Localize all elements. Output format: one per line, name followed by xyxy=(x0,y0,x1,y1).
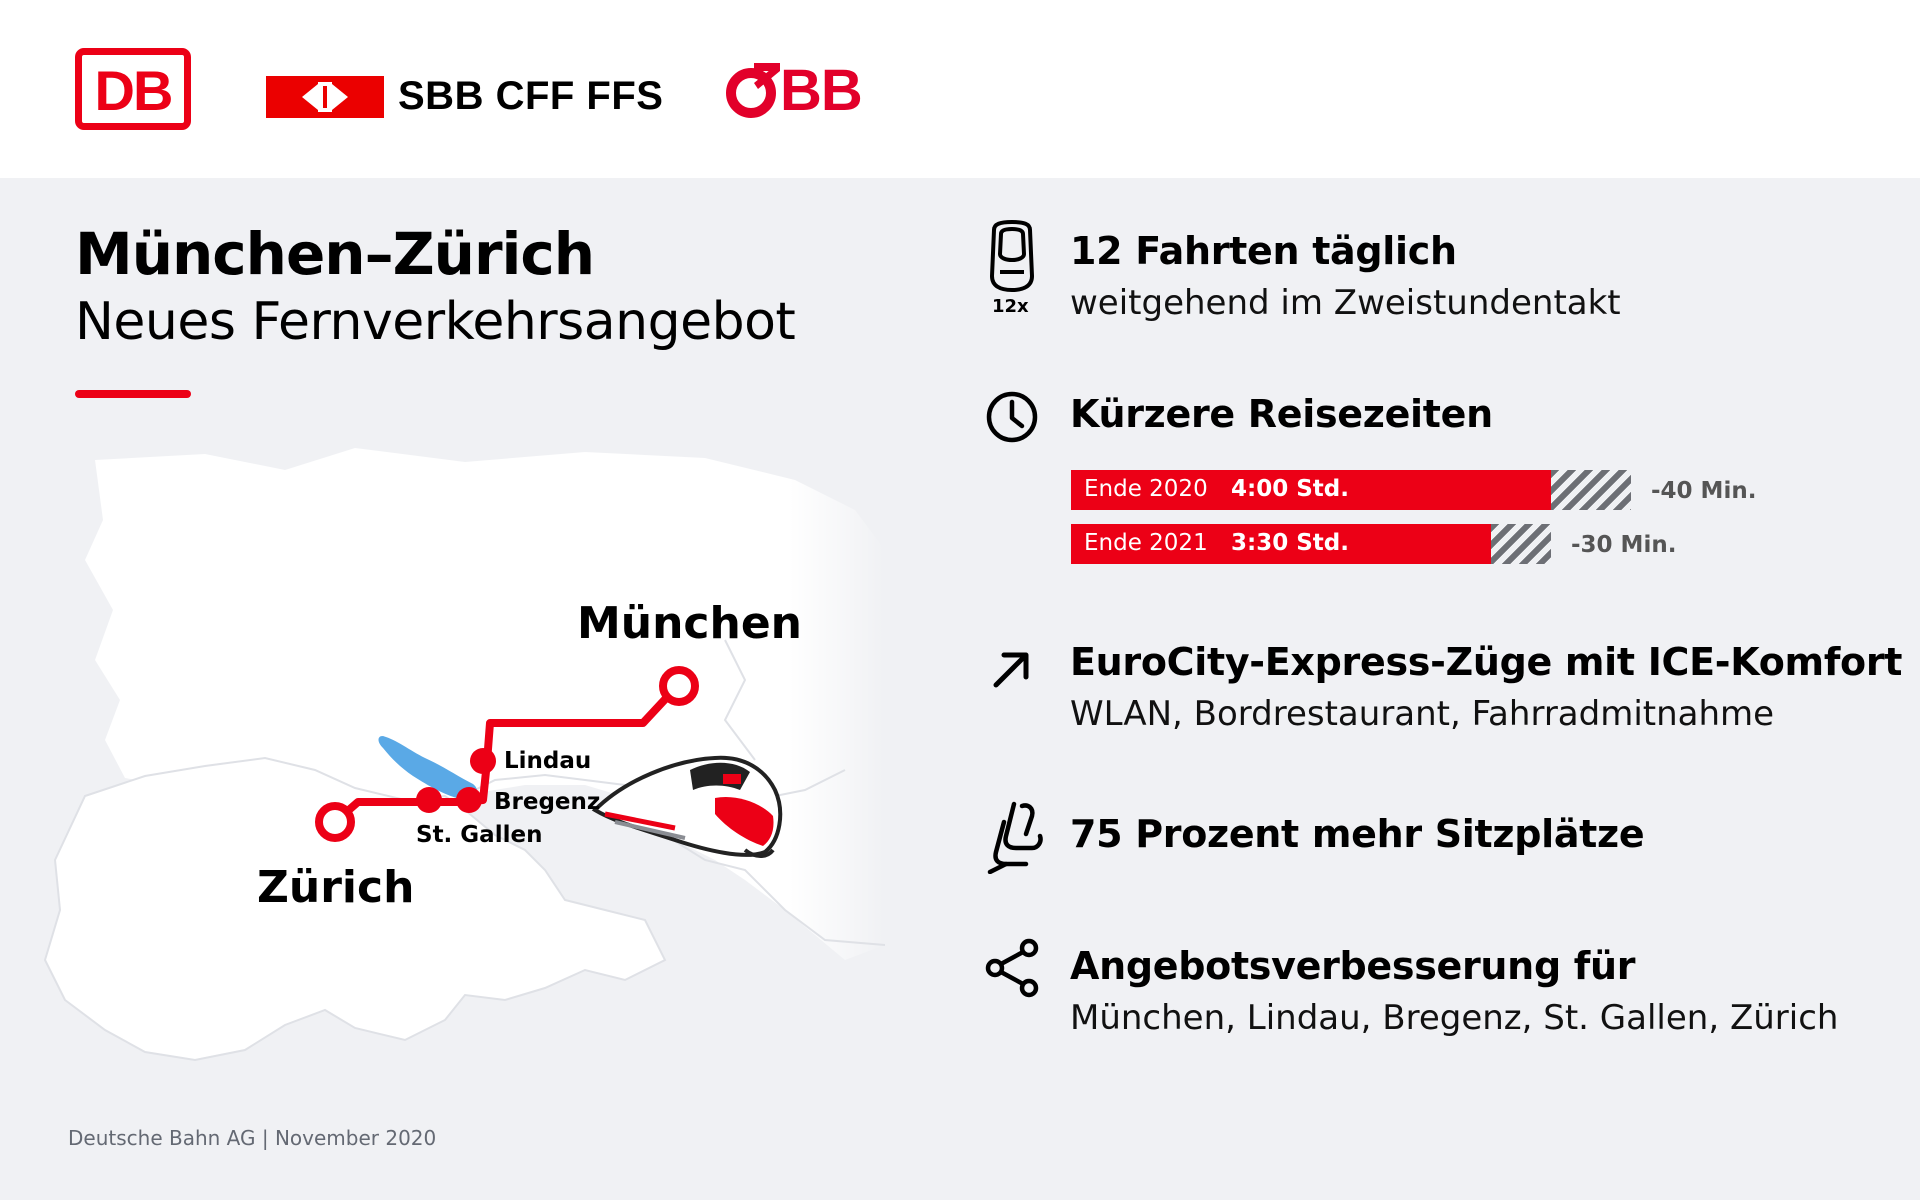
sbb-logo-text: SBB CFF FFS xyxy=(398,74,664,118)
station-marker-muenchen xyxy=(659,666,699,706)
footer-credit: Deutsche Bahn AG | November 2020 xyxy=(68,1126,437,1150)
logo-header: DB SBB CFF FFS BB xyxy=(0,0,1920,178)
travel-time-bar: Ende 2021 3:30 Std. xyxy=(1071,524,1491,564)
feature-text-trips: weitgehend im Zweistundentakt xyxy=(1070,283,1621,323)
feature-title-travel-time: Kürzere Reisezeiten xyxy=(1070,392,1493,436)
feature-title-seats: 75 Prozent mehr Sitzplätze xyxy=(1070,812,1645,856)
city-label-zuerich: Zürich xyxy=(257,862,415,913)
time-saved-bar xyxy=(1551,470,1631,510)
obb-o-icon xyxy=(726,63,780,118)
travel-time-bar-label: Ende 2020 xyxy=(1084,476,1208,502)
city-label-lindau: Lindau xyxy=(504,748,592,774)
route-map: München Zürich Lindau Bregenz St. Gallen xyxy=(25,440,885,1070)
station-marker-zuerich xyxy=(315,802,355,842)
sbb-flag xyxy=(266,76,384,118)
feature-title-ece: EuroCity-Express-Züge mit ICE-Komfort xyxy=(1070,640,1903,684)
feature-text-improvement: München, Lindau, Bregenz, St. Gallen, Zü… xyxy=(1070,998,1839,1038)
trip-count-label: 12x xyxy=(992,296,1029,317)
clock-icon xyxy=(985,390,1039,448)
route-line xyxy=(332,691,673,826)
travel-time-bar-value: 4:00 Std. xyxy=(1231,476,1349,502)
travel-time-bar-value: 3:30 Std. xyxy=(1231,530,1349,556)
db-logo: DB xyxy=(75,48,191,130)
feature-title-trips: 12 Fahrten täglich xyxy=(1070,229,1457,273)
lake-constance-shape xyxy=(378,736,478,801)
train-front-icon: 12x xyxy=(986,219,1038,317)
train-icon xyxy=(591,755,783,858)
city-label-bregenz: Bregenz xyxy=(494,789,601,815)
seat-icon xyxy=(982,800,1046,878)
station-marker-lindau xyxy=(470,748,496,774)
feature-title-improvement: Angebotsverbesserung für xyxy=(1070,944,1636,988)
station-marker-st-gallen xyxy=(416,787,442,813)
time-saved-bar xyxy=(1491,524,1551,564)
arrow-up-right-icon xyxy=(988,645,1036,697)
sbb-arrows-icon xyxy=(302,82,348,112)
page-subtitle: Neues Fernverkehrsangebot xyxy=(75,292,796,352)
title-underline xyxy=(75,390,191,398)
region-map-shape xyxy=(43,448,885,1062)
travel-time-bar-label: Ende 2021 xyxy=(1084,530,1208,556)
feature-text-ece: WLAN, Bordrestaurant, Fahrradmitnahme xyxy=(1070,694,1775,734)
city-label-muenchen: München xyxy=(577,598,803,649)
travel-time-bar: Ende 2020 4:00 Std. xyxy=(1071,470,1551,510)
switzerland-shape xyxy=(43,756,667,1062)
time-saved-label: -40 Min. xyxy=(1651,478,1757,504)
time-saved-label: -30 Min. xyxy=(1571,532,1677,558)
page-title: München–Zürich xyxy=(75,220,595,288)
db-logo-text: DB xyxy=(94,59,174,122)
share-icon xyxy=(983,938,1043,1002)
obb-logo-text: BB xyxy=(780,58,863,123)
station-marker-bregenz xyxy=(456,787,482,813)
city-label-st-gallen: St. Gallen xyxy=(416,822,543,848)
